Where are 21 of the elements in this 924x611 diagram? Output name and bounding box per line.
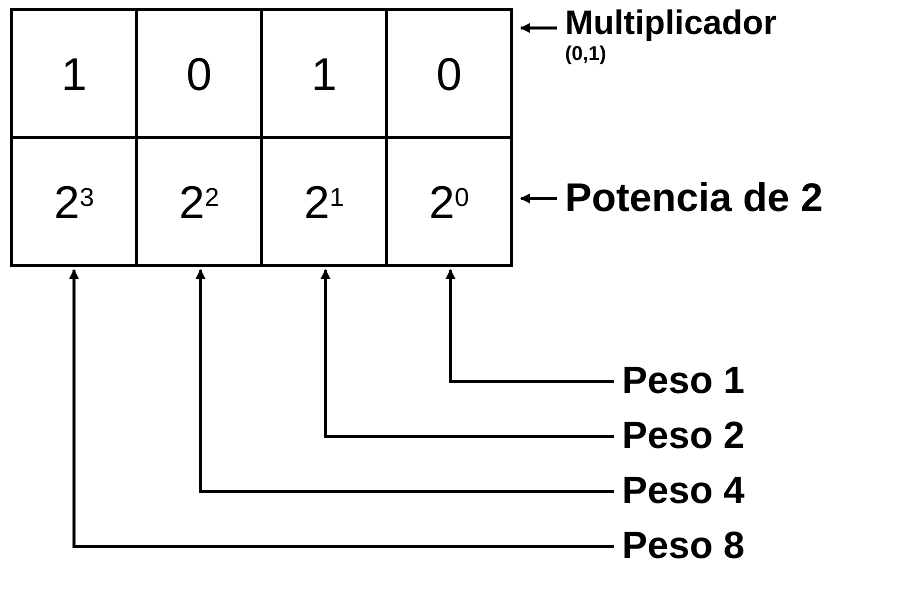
table-cell: 1: [263, 8, 388, 136]
arrow: [446, 269, 614, 383]
arrow: [320, 269, 614, 438]
table-cell: 2$^{3}$: [10, 136, 138, 267]
label-text: Peso 2: [622, 415, 745, 458]
label-text: Potencia de 2: [565, 176, 823, 221]
arrow: [196, 269, 614, 493]
arrow: [69, 269, 614, 548]
table-cell: 2$^{0}$: [388, 136, 513, 267]
arrow: [520, 23, 557, 33]
table-cell: 0: [388, 8, 513, 136]
label-text: Peso 1: [622, 360, 745, 403]
label-text: Peso 4: [622, 470, 745, 513]
table-cell: 2$^{1}$: [263, 136, 388, 267]
arrow: [520, 194, 557, 204]
table-cell: 2$^{2}$: [138, 136, 263, 267]
table-cell: 1: [10, 8, 138, 136]
note-text: (0,1): [565, 43, 608, 66]
label-text: Multiplicador: [565, 4, 777, 43]
table-cell: 0: [138, 8, 263, 136]
label-text: Peso 8: [622, 525, 745, 568]
